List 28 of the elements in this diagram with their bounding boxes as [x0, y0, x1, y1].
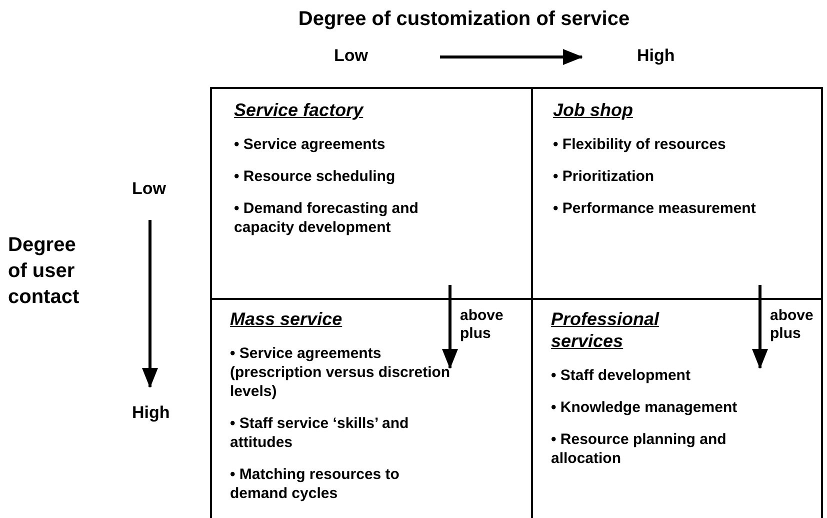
- bullet-item: • Flexibility of resources: [553, 135, 727, 154]
- quadrant-box: [531, 87, 823, 300]
- axis-label: Low: [132, 180, 167, 198]
- quadrant-heading: Professional services: [551, 308, 660, 352]
- bullet-item: • Performance measurement: [553, 199, 757, 218]
- axis-label: High: [132, 404, 171, 422]
- bullet-item: • Prioritization: [553, 167, 656, 186]
- quadrant-heading: Mass service: [230, 308, 344, 330]
- bullet-item: • Knowledge management: [551, 398, 738, 417]
- bullet-item: • Staff development: [551, 366, 692, 385]
- bullet-item: • Service agreements (prescription versus discretion levels): [230, 344, 452, 401]
- axis-label: High: [637, 47, 676, 65]
- bullet-item: • Service agreements: [234, 135, 386, 154]
- arrow: [442, 285, 458, 369]
- axis-label: Low: [334, 47, 369, 65]
- edge-label: above plus: [460, 307, 504, 343]
- bullet-item: • Staff service ‘skills’ and attitudes: [230, 414, 410, 452]
- axis-title: Degree of user contact: [8, 233, 80, 310]
- bullet-item: • Resource planning and allocation: [551, 430, 728, 468]
- quadrant-box: [210, 87, 533, 300]
- quadrant-heading: Service factory: [234, 99, 365, 121]
- bullet-item: • Demand forecasting and capacity development: [234, 199, 420, 237]
- arrow: [752, 285, 768, 369]
- quadrant-heading: Job shop: [553, 99, 634, 121]
- edge-label: above plus: [770, 307, 814, 343]
- bullet-item: • Matching resources to demand cycles: [230, 465, 400, 503]
- axis-title: Degree of customization of service: [297, 7, 631, 32]
- bullet-item: • Resource scheduling: [234, 167, 396, 186]
